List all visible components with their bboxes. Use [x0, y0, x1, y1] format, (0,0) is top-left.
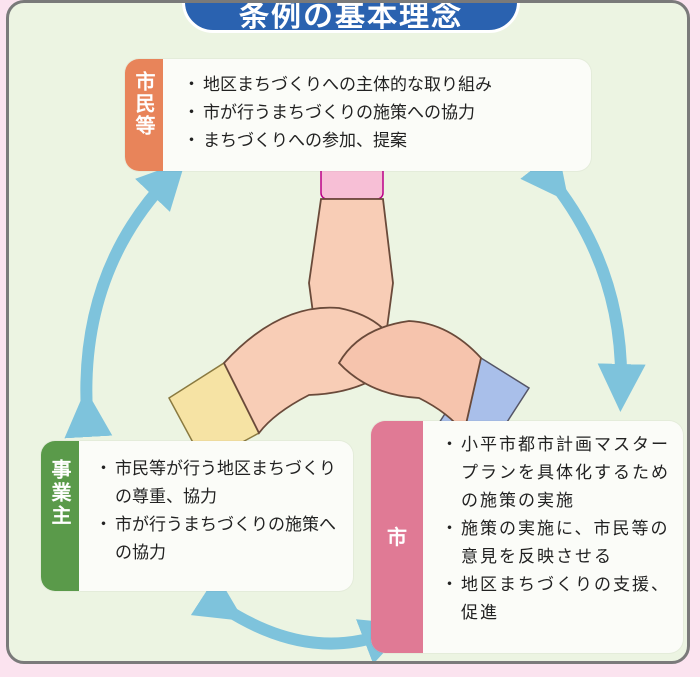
list-item: 施策の実施に、市民等の意見を反映させる	[441, 515, 675, 571]
business-label: 事業主	[48, 459, 72, 528]
citizens-label: 市民等	[132, 71, 156, 137]
diagram-panel: 条例の基本理念 市民等 地区まちづくりへの主体的な取り組み 市が行うまちづくりの…	[6, 0, 690, 664]
city-tag: 市	[371, 421, 423, 653]
business-box: 事業主 市民等が行う地区まちづくりの尊重、協力 市が行うまちづくりの施策への協力	[41, 441, 353, 591]
list-item: 市民等が行う地区まちづくりの尊重、協力	[95, 455, 339, 511]
arrow-citizens-city	[520, 149, 646, 412]
list-item: 地区まちづくりへの主体的な取り組み	[183, 71, 587, 99]
city-label: 市	[387, 525, 407, 549]
right-hand	[337, 320, 482, 436]
city-items: 小平市都市計画マスタープランを具体化するための施策の実施 施策の実施に、市民等の…	[441, 431, 675, 627]
business-tag: 事業主	[41, 441, 79, 591]
citizens-tag: 市民等	[125, 59, 163, 171]
list-item: 小平市都市計画マスタープランを具体化するための施策の実施	[441, 431, 675, 515]
diagram-title: 条例の基本理念	[182, 3, 520, 33]
citizens-box: 市民等 地区まちづくりへの主体的な取り組み 市が行うまちづくりの施策への協力 ま…	[125, 59, 591, 171]
list-item: 市が行うまちづくりの施策への協力	[95, 511, 339, 567]
arrow-business-city	[190, 574, 410, 661]
list-item: まちづくりへの参加、提案	[183, 127, 587, 155]
arrow-business-citizens	[64, 160, 186, 439]
city-box: 市 小平市都市計画マスタープランを具体化するための施策の実施 施策の実施に、市民…	[371, 421, 683, 653]
business-items: 市民等が行う地区まちづくりの尊重、協力 市が行うまちづくりの施策への協力	[95, 455, 339, 567]
list-item: 地区まちづくりの支援、促進	[441, 571, 675, 627]
citizens-items: 地区まちづくりへの主体的な取り組み 市が行うまちづくりの施策への協力 まちづくり…	[183, 71, 587, 155]
list-item: 市が行うまちづくりの施策への協力	[183, 99, 587, 127]
